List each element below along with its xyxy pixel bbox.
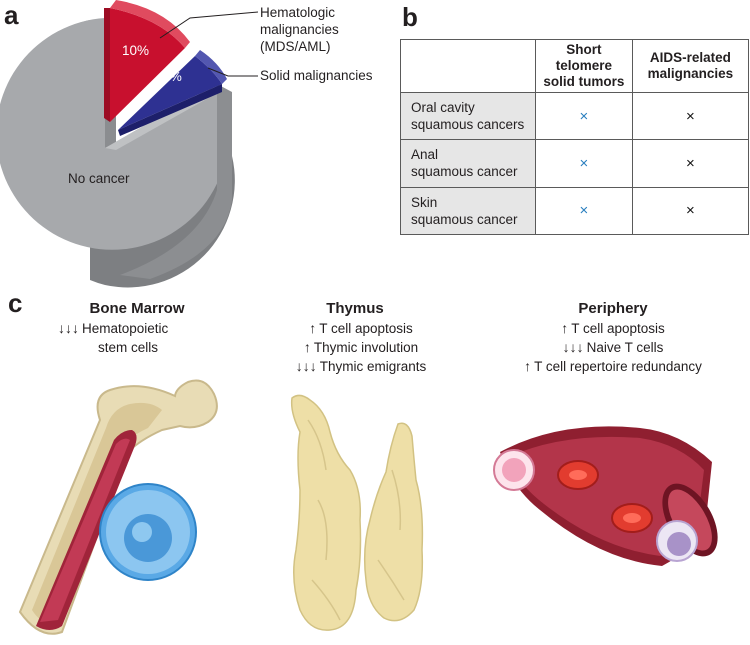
pie-slice-hematologic-top xyxy=(110,0,190,48)
stem-cell-icon xyxy=(99,483,197,581)
table-cell-mark: × xyxy=(631,91,750,141)
arrow-icon: ↑ xyxy=(303,339,311,355)
pie-label-no-cancer: No cancer xyxy=(68,171,130,186)
pie-slice-solid-top xyxy=(195,50,227,84)
blood-vessel-icon xyxy=(493,426,718,566)
section-title-periphery: Periphery xyxy=(578,300,648,317)
comparison-table: Short telomere solid tumors AIDS-related… xyxy=(400,39,750,236)
section-title-bone-marrow: Bone Marrow xyxy=(89,300,185,317)
table-cell-mark: × xyxy=(631,139,750,188)
table-header-short-telomere: Short telomere solid tumors xyxy=(535,39,633,93)
arrow-icon: ↓↓↓ xyxy=(58,320,79,336)
pie-slice-hematologic xyxy=(110,8,185,122)
section-lines-periphery: ↑T cell apoptosis ↓↓↓Naive T cells ↑T ce… xyxy=(524,320,702,374)
arrow-icon: ↑ xyxy=(524,358,532,374)
table-header-row: Short telomere solid tumors AIDS-related… xyxy=(400,39,750,93)
section-title-thymus: Thymus xyxy=(326,300,384,317)
pie-slice-hematologic-side xyxy=(104,8,110,122)
table-cell-mark: × xyxy=(535,139,633,188)
arrow-icon: ↓↓↓ xyxy=(295,358,317,374)
pie-label-hematologic: Hematologic malignancies (MDS/AML) xyxy=(260,5,339,54)
pie-slice-no-cancer xyxy=(0,18,229,250)
leader-line-hematologic xyxy=(159,11,259,39)
panel-b-letter: b xyxy=(402,2,418,32)
section-lines-bone-marrow: ↓↓↓Hematopoietic stem cells xyxy=(58,320,169,355)
bone-femur-icon xyxy=(18,379,218,635)
section-lines-thymus: ↑T cell apoptosis ↑Thymic involution ↓↓↓… xyxy=(295,320,427,374)
pie-slice-solid-side xyxy=(118,84,222,136)
panel-c-letter: c xyxy=(8,288,23,318)
arrow-icon: ↑ xyxy=(561,320,569,336)
table-cell-mark: × xyxy=(535,186,633,236)
pie-percent-hematologic: 10% xyxy=(122,43,150,58)
table-cell-mark: × xyxy=(535,91,633,141)
arrow-icon: ↑ xyxy=(309,320,317,336)
table-header-aids: AIDS-related malignancies xyxy=(631,39,750,93)
pie-slice-no-cancer-depth xyxy=(120,84,232,279)
pie-slice-solid xyxy=(118,56,222,130)
arrow-icon: ↓↓↓ xyxy=(562,339,584,355)
panel-a-letter: a xyxy=(4,0,19,30)
leader-line-solid xyxy=(207,67,258,77)
thymus-organ-icon xyxy=(290,394,424,631)
table-cell-mark: × xyxy=(631,186,750,236)
pie-label-solid: Solid malignancies xyxy=(260,68,373,83)
pie-percent-solid: 5% xyxy=(163,69,182,84)
